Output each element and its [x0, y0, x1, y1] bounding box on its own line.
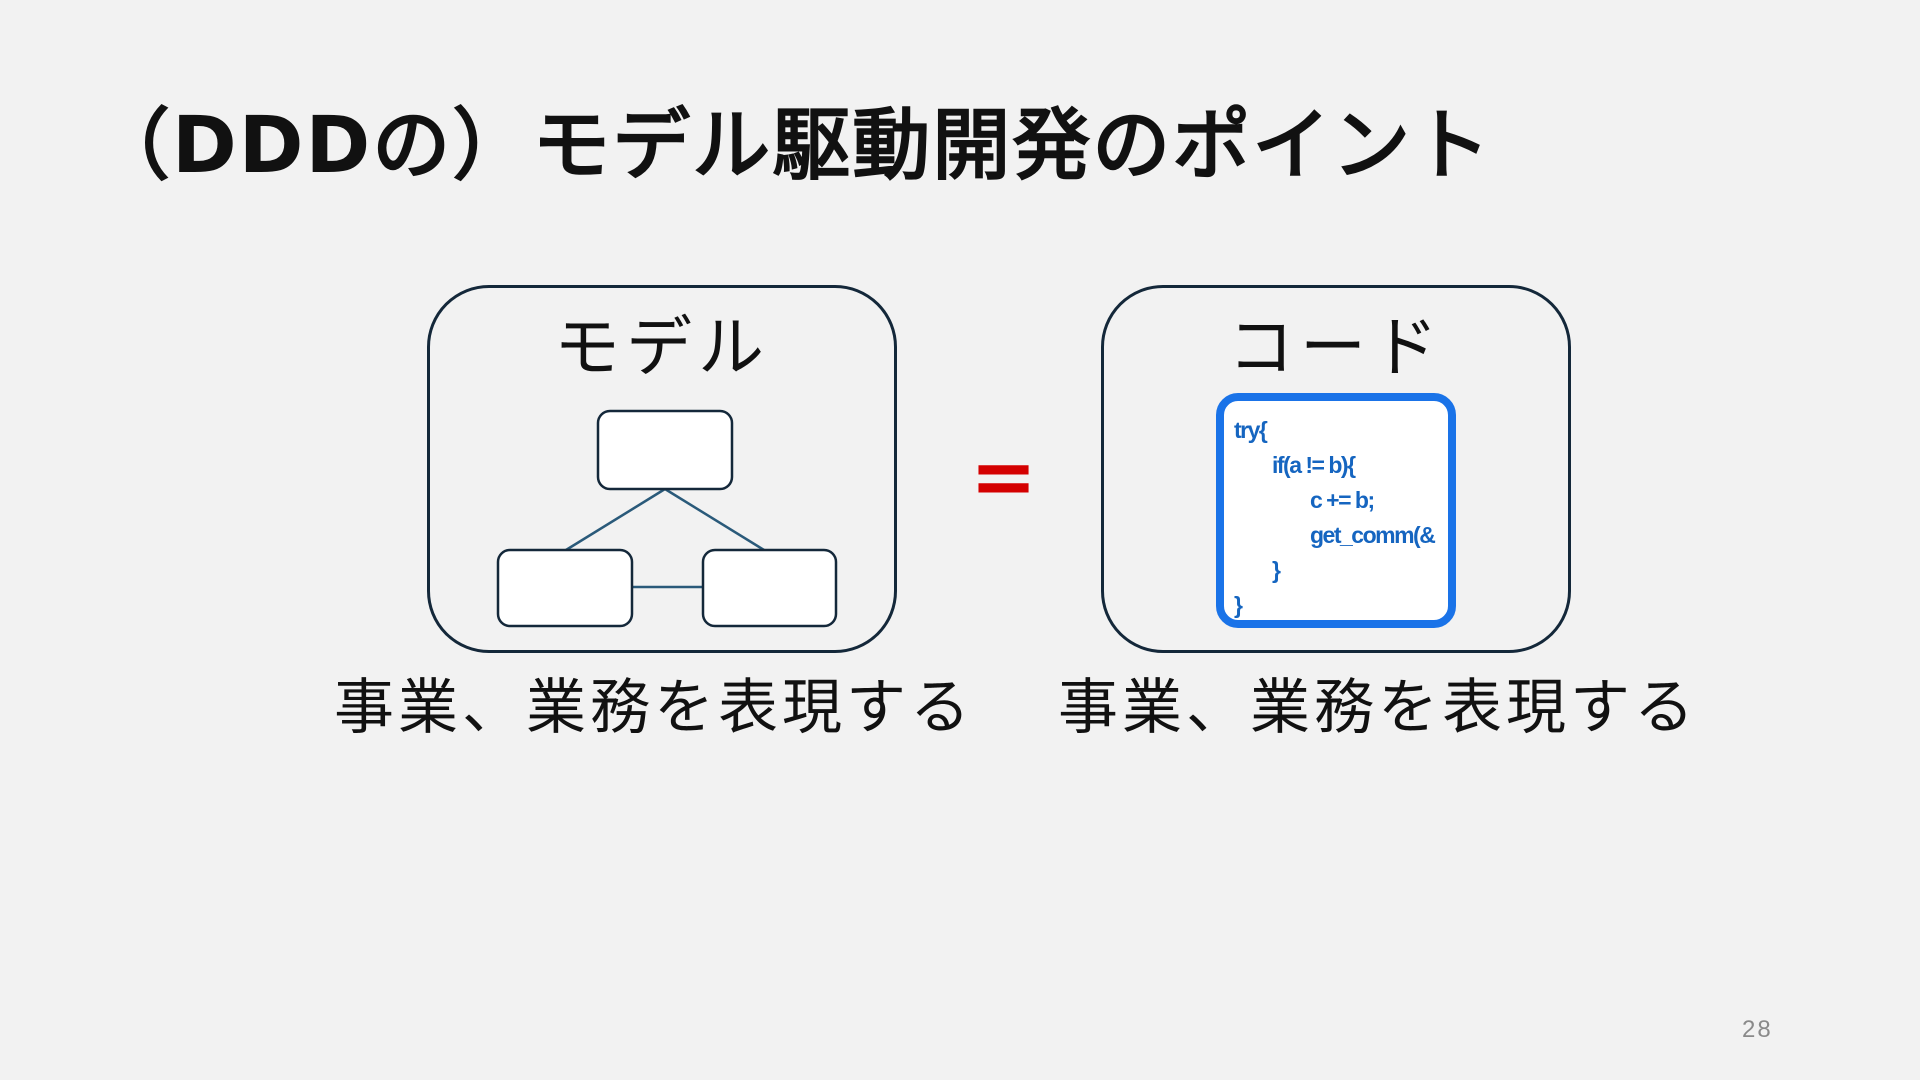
equals-sign: = [970, 430, 1038, 523]
code-line: try{ [1234, 417, 1268, 443]
code-panel: コード try{ if(a != b){ c += b; get_comm(& … [1101, 285, 1571, 653]
code-caption: 事業、業務を表現する [1058, 673, 1698, 743]
tree-diagram-icon [496, 409, 838, 628]
connector-line-right [664, 487, 765, 552]
code-line: } [1272, 557, 1281, 583]
code-window-icon: try{ if(a != b){ c += b; get_comm(& } } [1216, 393, 1456, 628]
code-line: if(a != b){ [1272, 452, 1356, 478]
diagram-node-bottom-left [496, 548, 634, 628]
code-line: } [1234, 592, 1243, 618]
slide-title: （DDDの）モデル駆動開発のポイント [92, 101, 1493, 191]
model-label: モデル [554, 309, 770, 386]
model-caption: 事業、業務を表現する [334, 673, 974, 743]
diagram-node-bottom-right [701, 548, 838, 628]
diagram-node-top [596, 409, 734, 491]
code-line: get_comm(& [1310, 522, 1436, 548]
page-number: 28 [1742, 1016, 1773, 1043]
code-label: コード [1228, 309, 1444, 386]
model-panel: モデル [427, 285, 897, 653]
connector-line-left [565, 487, 666, 552]
code-line: c += b; [1310, 487, 1375, 513]
